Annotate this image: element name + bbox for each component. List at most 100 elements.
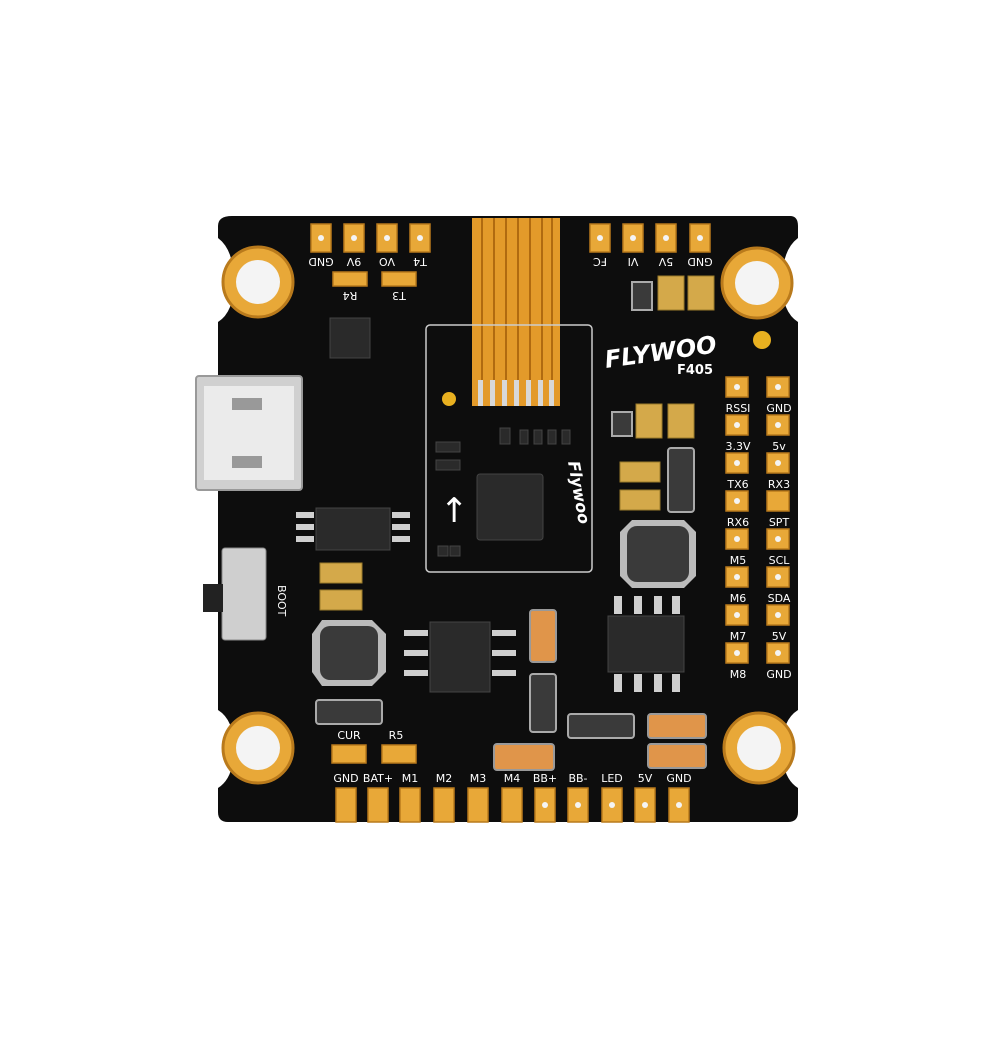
pad-label: M3 — [470, 772, 487, 785]
pad-label: 5V — [658, 255, 673, 268]
boot-button[interactable] — [203, 547, 267, 641]
jumper-pad-r4 — [332, 271, 368, 287]
pad-label: 3.3V — [725, 440, 750, 453]
pad-hole — [734, 650, 740, 656]
usb-connector[interactable] — [195, 375, 303, 491]
pad-label: 9V — [346, 255, 361, 268]
jumper-label-cur: CUR — [337, 729, 361, 742]
pad-label: M4 — [504, 772, 521, 785]
jumper-label-r4: R4 — [343, 289, 358, 302]
pad-hole — [384, 235, 390, 241]
imu-dot — [442, 392, 456, 406]
pad-label: RSSI — [726, 402, 751, 415]
pad-label: VO — [379, 255, 395, 268]
pad-label: BB+ — [533, 772, 557, 785]
pad-hole — [663, 235, 669, 241]
pad-bottom-1 — [367, 787, 389, 823]
pad-label: LED — [601, 772, 623, 785]
boot-label: BOOT — [275, 585, 288, 617]
pad-label: GND — [766, 668, 791, 681]
pad-bottom-4 — [467, 787, 489, 823]
pad-hole — [775, 460, 781, 466]
chip — [607, 615, 685, 673]
pad-label: BAT+ — [363, 772, 393, 785]
pad-hole — [318, 235, 324, 241]
chip — [429, 621, 491, 693]
pad-hole — [734, 384, 740, 390]
jumper-label-r5: R5 — [389, 729, 404, 742]
pad-label: BB- — [568, 772, 587, 785]
pad-hole — [351, 235, 357, 241]
pad-label: VI — [628, 255, 639, 268]
pad-hole — [575, 802, 581, 808]
capacitor — [493, 743, 555, 771]
model-label: F405 — [677, 363, 713, 378]
pad-hole — [775, 574, 781, 580]
jumper-label-t3: T3 — [392, 289, 407, 302]
pad-label: M1 — [402, 772, 419, 785]
pad-label: M6 — [730, 592, 747, 605]
pad-label: T4 — [413, 255, 428, 268]
pad-bottom-2 — [399, 787, 421, 823]
pad-hole — [734, 460, 740, 466]
pad-label: TX6 — [726, 478, 748, 491]
imu-arrow-icon: ↑ — [440, 491, 469, 531]
chip — [315, 507, 391, 551]
pad-hole — [609, 802, 615, 808]
pad-hole — [775, 384, 781, 390]
pad-label: 5V — [772, 630, 787, 643]
pad-hole — [630, 235, 636, 241]
pad-hole — [542, 802, 548, 808]
pad-label: FC — [593, 255, 607, 268]
pad-label: GND — [766, 402, 791, 415]
pad-label: GND — [333, 772, 358, 785]
chip — [329, 317, 371, 359]
mounting-hole-bottom-left — [221, 711, 295, 785]
jumper-pad-r5 — [381, 744, 417, 764]
pad-label: GND — [687, 255, 712, 268]
pad-label: M2 — [436, 772, 453, 785]
pad-label: SDA — [768, 592, 791, 605]
pad-right-right-3 — [766, 490, 790, 512]
mounting-hole-top-right — [720, 246, 794, 320]
pad-label: M5 — [730, 554, 747, 567]
pad-hole — [734, 422, 740, 428]
pad-hole — [597, 235, 603, 241]
pad-label: M8 — [730, 668, 747, 681]
pad-hole — [775, 650, 781, 656]
pad-bottom-0 — [335, 787, 357, 823]
jumper-pad-t3 — [381, 271, 417, 287]
pad-hole — [734, 574, 740, 580]
pad-label: RX3 — [768, 478, 790, 491]
pad-hole — [734, 498, 740, 504]
pad-label: GND — [308, 255, 333, 268]
pad-label: RX6 — [727, 516, 749, 529]
pad-hole — [775, 422, 781, 428]
capacitor — [647, 713, 707, 739]
pad-label: 5V — [638, 772, 653, 785]
inductor-right — [620, 520, 696, 588]
pad-label: GND — [666, 772, 691, 785]
pad-hole — [734, 536, 740, 542]
pad-hole — [734, 612, 740, 618]
pad-hole — [642, 802, 648, 808]
inductor-left — [312, 620, 386, 686]
mounting-hole-top-left — [221, 245, 295, 319]
pad-label: SCL — [769, 554, 791, 567]
pad-label: 5v — [772, 440, 786, 453]
jumper-pad-cur — [331, 744, 367, 764]
pad-hole — [676, 802, 682, 808]
pad-label: M7 — [730, 630, 747, 643]
mounting-hole-bottom-right — [722, 711, 796, 785]
pad-hole — [417, 235, 423, 241]
pad-bottom-3 — [433, 787, 455, 823]
fiducial-dot — [753, 331, 771, 349]
imu-chip — [476, 473, 544, 541]
capacitor — [647, 743, 707, 769]
pad-label: SPT — [769, 516, 790, 529]
flex-cable — [472, 218, 560, 406]
pad-hole — [697, 235, 703, 241]
imu-module-outline — [425, 324, 593, 573]
pad-bottom-5 — [501, 787, 523, 823]
